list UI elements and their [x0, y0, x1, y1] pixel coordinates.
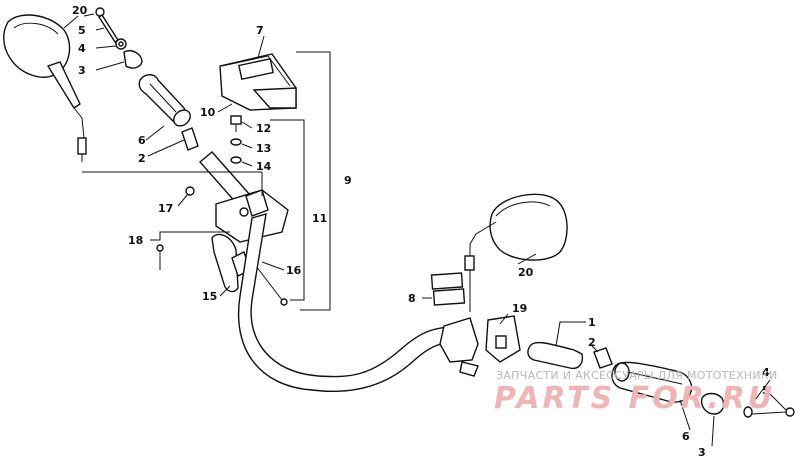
- callout-2-lower: 2: [588, 336, 596, 349]
- callout-2-upper: 2: [138, 152, 146, 165]
- grip-6-lower: [611, 361, 693, 403]
- callout-16: 16: [286, 264, 302, 277]
- callout-17: 17: [158, 202, 173, 215]
- screw-18: [156, 244, 164, 270]
- heater-sleeve-1: [527, 341, 584, 370]
- callout-15: 15: [202, 290, 217, 303]
- nut-17: [185, 186, 195, 196]
- washer-4-upper: [115, 38, 127, 50]
- bar-end-weight-3-lower: [700, 392, 725, 415]
- bar-end-weight-3-upper: [123, 50, 143, 69]
- callout-11: 11: [312, 212, 327, 225]
- callout-6-lower: 6: [682, 430, 690, 443]
- left-mirror: [3, 14, 87, 162]
- callout-3-upper: 3: [78, 64, 86, 77]
- right-mirror: [464, 193, 568, 312]
- sleeve-2-upper: [181, 127, 199, 151]
- callout-5-lower: 5: [762, 384, 770, 397]
- callout-19: 19: [512, 302, 527, 315]
- callout-numbers: 20 5 4 3 7 10 12 13 14 6 2 9 17 11 18 16…: [72, 4, 770, 459]
- grip-6-upper: [138, 74, 191, 127]
- washer-14: [230, 156, 242, 164]
- watermark-logo: PARTS FOR.RU: [494, 381, 775, 416]
- callout-3-lower: 3: [698, 446, 706, 459]
- washer-4-lower: [743, 406, 753, 418]
- callout-6-upper: 6: [138, 134, 146, 147]
- watermark: ЗАПЧАСТИ И АКСЕССУАРЫ ДЛЯ МОТОТЕХНИКИ PA…: [494, 369, 778, 416]
- washer-13: [230, 138, 242, 146]
- switch-housing-19: [439, 315, 521, 377]
- watermark-tagline: ЗАПЧАСТИ И АКСЕССУАРЫ ДЛЯ МОТОТЕХНИКИ: [496, 369, 778, 382]
- callout-4-lower: 4: [762, 366, 770, 379]
- callout-5-upper: 5: [78, 24, 86, 37]
- bolt-5-upper: [95, 7, 119, 43]
- callout-8: 8: [408, 292, 416, 305]
- callout-10: 10: [200, 106, 216, 119]
- callout-4-upper: 4: [78, 42, 86, 55]
- screw-16: [255, 265, 288, 306]
- callout-20-left: 20: [72, 4, 88, 17]
- bolt-5-lower: [751, 407, 795, 417]
- callout-20-right: 20: [518, 266, 534, 279]
- callout-14: 14: [256, 160, 272, 173]
- callout-9: 9: [344, 174, 352, 187]
- callout-12: 12: [256, 122, 271, 135]
- sleeve-2-lower: [593, 347, 613, 369]
- label-plate-8: [430, 272, 466, 306]
- callout-1: 1: [588, 316, 596, 329]
- callout-7: 7: [256, 24, 264, 37]
- leader-lines: [63, 13, 787, 447]
- callout-18: 18: [128, 234, 143, 247]
- throttle-housing-7: [219, 53, 297, 111]
- callout-13: 13: [256, 142, 271, 155]
- screw-12: [230, 115, 242, 132]
